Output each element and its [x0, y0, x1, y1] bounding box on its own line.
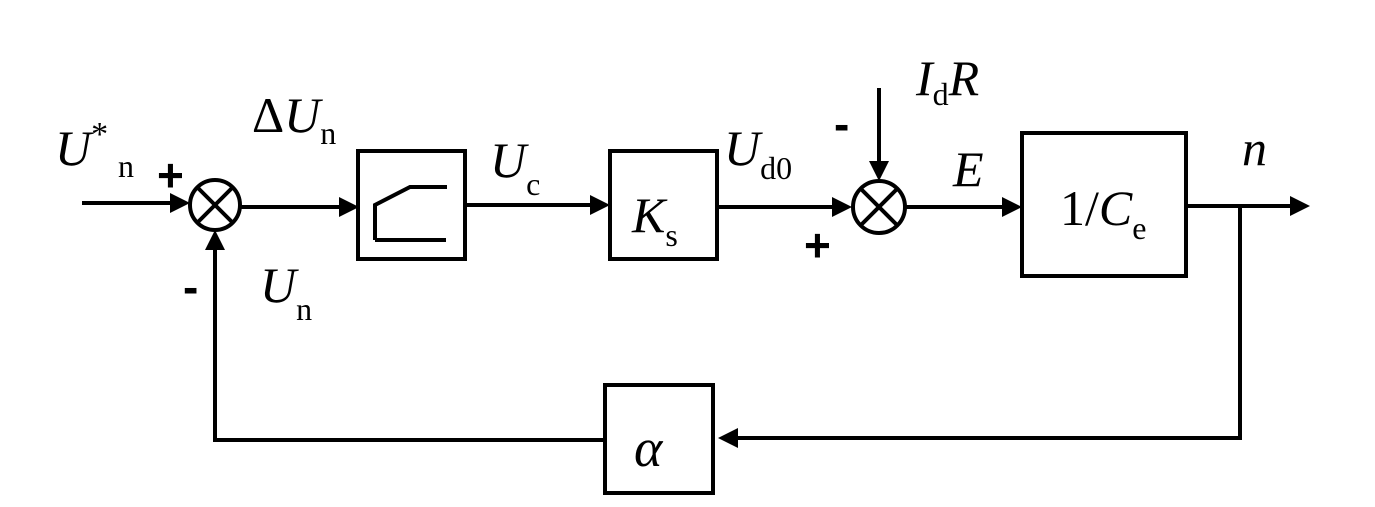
- ce-arrowhead: [1002, 197, 1022, 217]
- output-arrowhead: [1290, 196, 1310, 216]
- ref-sub: n: [118, 148, 134, 184]
- sum1-plus-sign: +: [157, 149, 184, 201]
- limiter-arrowhead: [339, 197, 359, 217]
- svg-text:Ks: Ks: [631, 187, 678, 253]
- svg-text:IdR: IdR: [915, 50, 979, 112]
- err-delta: Δ: [252, 87, 284, 143]
- ud0-sub: d0: [760, 150, 792, 186]
- ce-prefix: 1/: [1060, 180, 1099, 236]
- ref-main: U: [55, 120, 94, 176]
- ce-block: 1/Ce: [1020, 131, 1188, 278]
- feedback-arrowhead: [205, 230, 225, 250]
- input-arrowhead: [170, 193, 190, 213]
- uc-sub: c: [526, 166, 540, 202]
- ks-block: Ks: [608, 149, 719, 261]
- sum2-minus-sign: -: [834, 98, 849, 150]
- fb-sub: n: [296, 291, 312, 327]
- output-label: n: [1242, 120, 1267, 176]
- e-label: E: [952, 141, 984, 197]
- ks-sub: s: [665, 217, 677, 253]
- svg-text:Uc: Uc: [490, 132, 540, 202]
- ks-arrowhead: [590, 195, 610, 215]
- summing-junction-2: [851, 179, 907, 235]
- sum2-arrowhead: [832, 197, 852, 217]
- summing-junction-1: [188, 178, 242, 232]
- alpha-arrowhead: [718, 428, 738, 448]
- sum2-plus-sign: +: [804, 219, 831, 271]
- err-main: U: [284, 87, 323, 143]
- svg-text:ΔUn: ΔUn: [252, 87, 336, 151]
- ud0-main: U: [724, 120, 763, 176]
- alpha-block: α: [603, 383, 715, 495]
- svg-text:Un: Un: [260, 257, 312, 327]
- ks-main: K: [631, 187, 668, 243]
- sum1-minus-sign: -: [183, 261, 198, 313]
- feedback-path-right: [732, 206, 1242, 440]
- ce-sub: e: [1132, 210, 1146, 246]
- ref-sup: *: [91, 116, 108, 153]
- err-sub: n: [320, 115, 336, 151]
- limiter-block: [356, 149, 467, 261]
- svg-text:1/Ce: 1/Ce: [1060, 180, 1146, 246]
- dist-r: R: [948, 50, 980, 106]
- disturbance-arrowhead: [869, 161, 889, 181]
- feedback-path-left: [213, 242, 605, 442]
- fb-main: U: [260, 257, 299, 313]
- dist-i: I: [915, 50, 935, 106]
- ce-main: C: [1099, 180, 1133, 236]
- alpha-symbol: α: [634, 418, 664, 478]
- svg-text:U*: U*: [55, 116, 108, 176]
- uc-main: U: [490, 132, 529, 188]
- svg-text:Ud0: Ud0: [724, 120, 792, 186]
- dist-sub: d: [933, 76, 949, 112]
